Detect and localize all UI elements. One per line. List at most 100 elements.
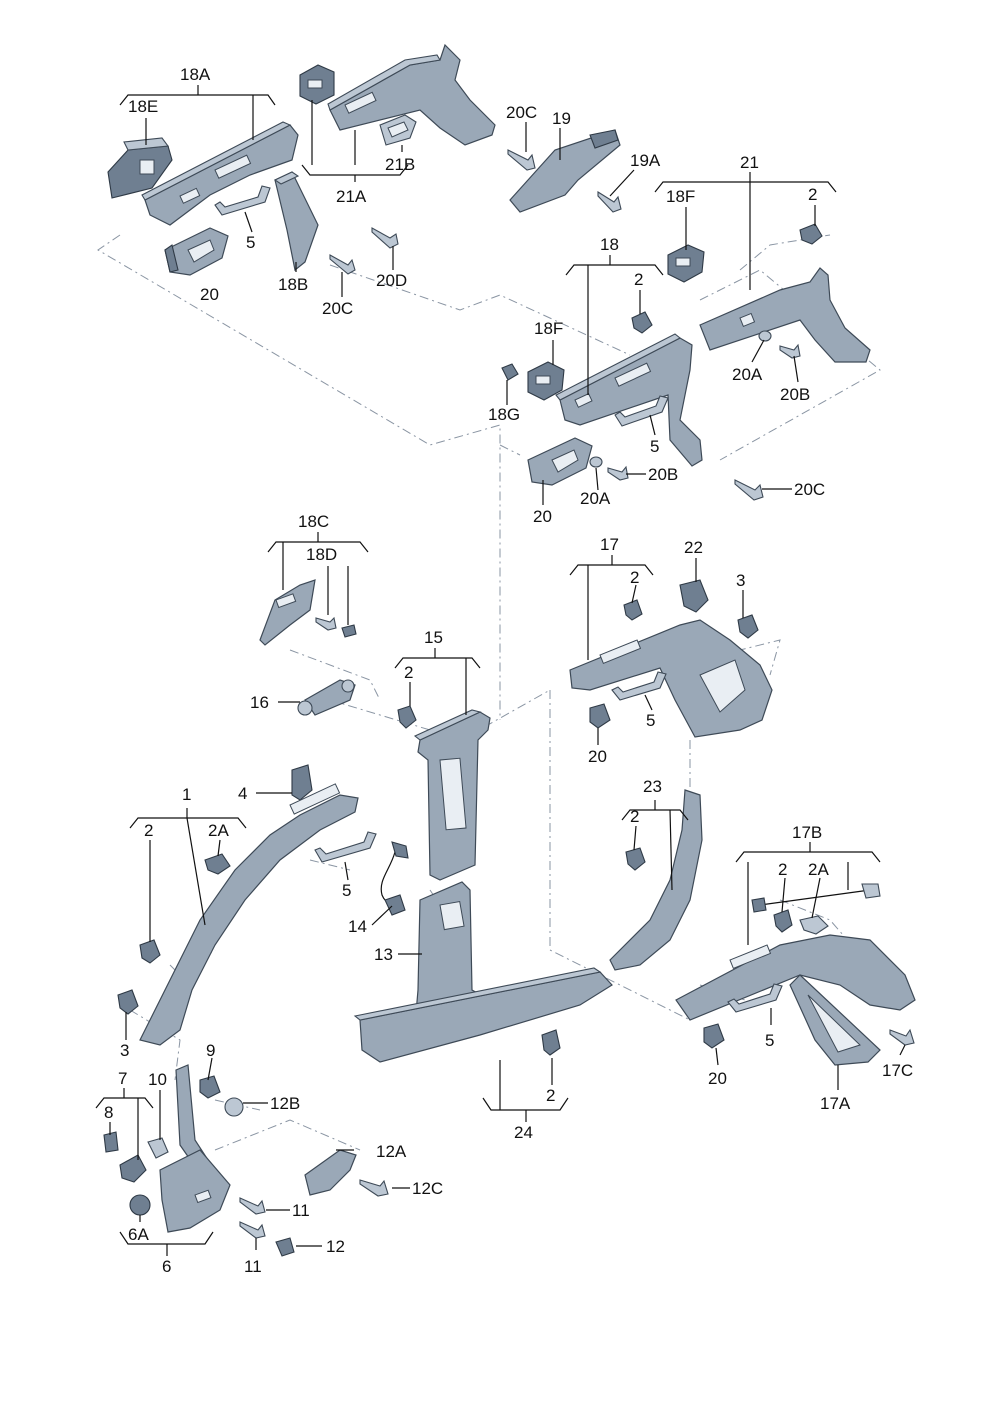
- label-17a: 17A: [820, 1094, 851, 1113]
- part-20-clip-17b: [703, 1023, 725, 1049]
- label-5: 5: [765, 1031, 774, 1050]
- part-18-trim: [555, 333, 703, 467]
- label-8: 8: [104, 1103, 113, 1122]
- label-20c: 20C: [794, 480, 825, 499]
- label-22: 22: [684, 538, 703, 557]
- part-16-switch: [297, 679, 356, 716]
- part-24-sill: [353, 967, 613, 1063]
- part-18a-trim: [141, 121, 299, 226]
- part-2-clip-17b: [773, 909, 793, 933]
- screw-12c: [359, 1179, 389, 1197]
- part-20-holder: [164, 227, 229, 276]
- part-9-clip: [199, 1075, 221, 1099]
- label-18: 18: [600, 235, 619, 254]
- part-21a-clip: [299, 64, 335, 105]
- label-11: 11: [292, 1201, 310, 1220]
- label-20c: 20C: [506, 103, 537, 122]
- part-22-clip: [679, 579, 709, 613]
- label-20d: 20D: [376, 271, 407, 290]
- label-2: 2: [404, 663, 413, 682]
- label-19a: 19A: [630, 151, 661, 170]
- screw-20c-top: [507, 149, 536, 171]
- label-18a: 18A: [180, 65, 211, 84]
- label-21: 21: [740, 153, 759, 172]
- label-2: 2: [808, 185, 817, 204]
- label-2a: 2A: [208, 821, 229, 840]
- label-3: 3: [120, 1041, 129, 1060]
- part-5-grab-handle-17b: [727, 983, 783, 1013]
- screw-19a: [597, 191, 622, 213]
- label-12b: 12B: [270, 1094, 300, 1113]
- screws-20b: [607, 343, 801, 481]
- label-4: 4: [238, 784, 247, 803]
- part-5-grab-handle-17: [611, 671, 667, 701]
- label-1: 1: [182, 785, 191, 804]
- label-2: 2: [778, 860, 787, 879]
- part-18f-clip: [527, 361, 565, 401]
- label-3: 3: [736, 571, 745, 590]
- part-18f-clip-top: [667, 244, 705, 283]
- part-23-trim: [609, 789, 703, 971]
- part-6a-cap: [129, 1194, 151, 1216]
- label-18f: 18F: [666, 187, 695, 206]
- label-18d: 18D: [306, 545, 337, 564]
- part-17a-triangle: [789, 974, 881, 1066]
- label-12a: 12A: [376, 1142, 407, 1161]
- part-3-clip-1: [117, 989, 139, 1015]
- part-12b-plug: [224, 1097, 244, 1117]
- part-2-clip-1: [139, 939, 161, 964]
- label-18g: 18G: [488, 405, 520, 424]
- label-20: 20: [708, 1069, 727, 1088]
- part-6-trim: [159, 1149, 231, 1233]
- part-7-bracket: [119, 1154, 147, 1183]
- screw-20c-left: [329, 254, 356, 275]
- label-13: 13: [374, 945, 393, 964]
- label-17c: 17C: [882, 1061, 913, 1080]
- label-18e: 18E: [128, 97, 158, 116]
- label-5: 5: [246, 233, 255, 252]
- part-2-clip-top-right: [799, 223, 823, 245]
- label-12c: 12C: [412, 1179, 443, 1198]
- part-2-clip-24: [541, 1029, 561, 1056]
- part-12a-bracket: [304, 1149, 357, 1196]
- label-15: 15: [424, 628, 443, 647]
- screw-17c: [889, 1028, 915, 1046]
- part-18b-pillar: [273, 171, 319, 272]
- part-2-clip-17: [623, 599, 643, 621]
- part-2-clip-15: [397, 705, 417, 729]
- label-2: 2: [144, 821, 153, 840]
- part-21b-frame: [379, 114, 417, 146]
- part-2-clip-23: [625, 847, 646, 871]
- screw-20c-right: [734, 479, 764, 501]
- part-12-clip: [275, 1237, 295, 1257]
- part-20-clip-17: [589, 703, 611, 729]
- label-2: 2: [546, 1086, 555, 1105]
- part-17b-trim: [675, 934, 916, 1021]
- label-17b: 17B: [792, 823, 822, 842]
- part-21-upper-trim: [327, 43, 496, 146]
- callout-labels: 18A 18E 21A 21B 20C 19 19A 5 20 18B 20C …: [104, 65, 913, 1276]
- label-19: 19: [552, 109, 571, 128]
- part-19-bracket: [509, 129, 621, 213]
- label-20a: 20A: [580, 489, 611, 508]
- part-15-pillar-upper: [413, 709, 491, 881]
- part-2a-clip: [204, 853, 231, 875]
- label-17: 17: [600, 535, 619, 554]
- label-5: 5: [342, 881, 351, 900]
- label-21a: 21A: [336, 187, 367, 206]
- label-10: 10: [148, 1070, 167, 1089]
- label-14: 14: [348, 917, 367, 936]
- part-5-grab-handle: [214, 185, 271, 216]
- label-20c: 20C: [322, 299, 353, 318]
- part-5-grab-handle-1: [314, 831, 377, 863]
- label-9: 9: [206, 1041, 215, 1060]
- part-21-right-trim: [699, 267, 871, 363]
- label-7: 7: [118, 1069, 127, 1088]
- label-6a: 6A: [128, 1225, 149, 1244]
- part-3-clip-17: [737, 614, 759, 639]
- part-20-holder-right: [527, 437, 593, 486]
- label-20: 20: [533, 507, 552, 526]
- screw-20d: [371, 227, 399, 249]
- part-8-clip: [103, 1131, 119, 1153]
